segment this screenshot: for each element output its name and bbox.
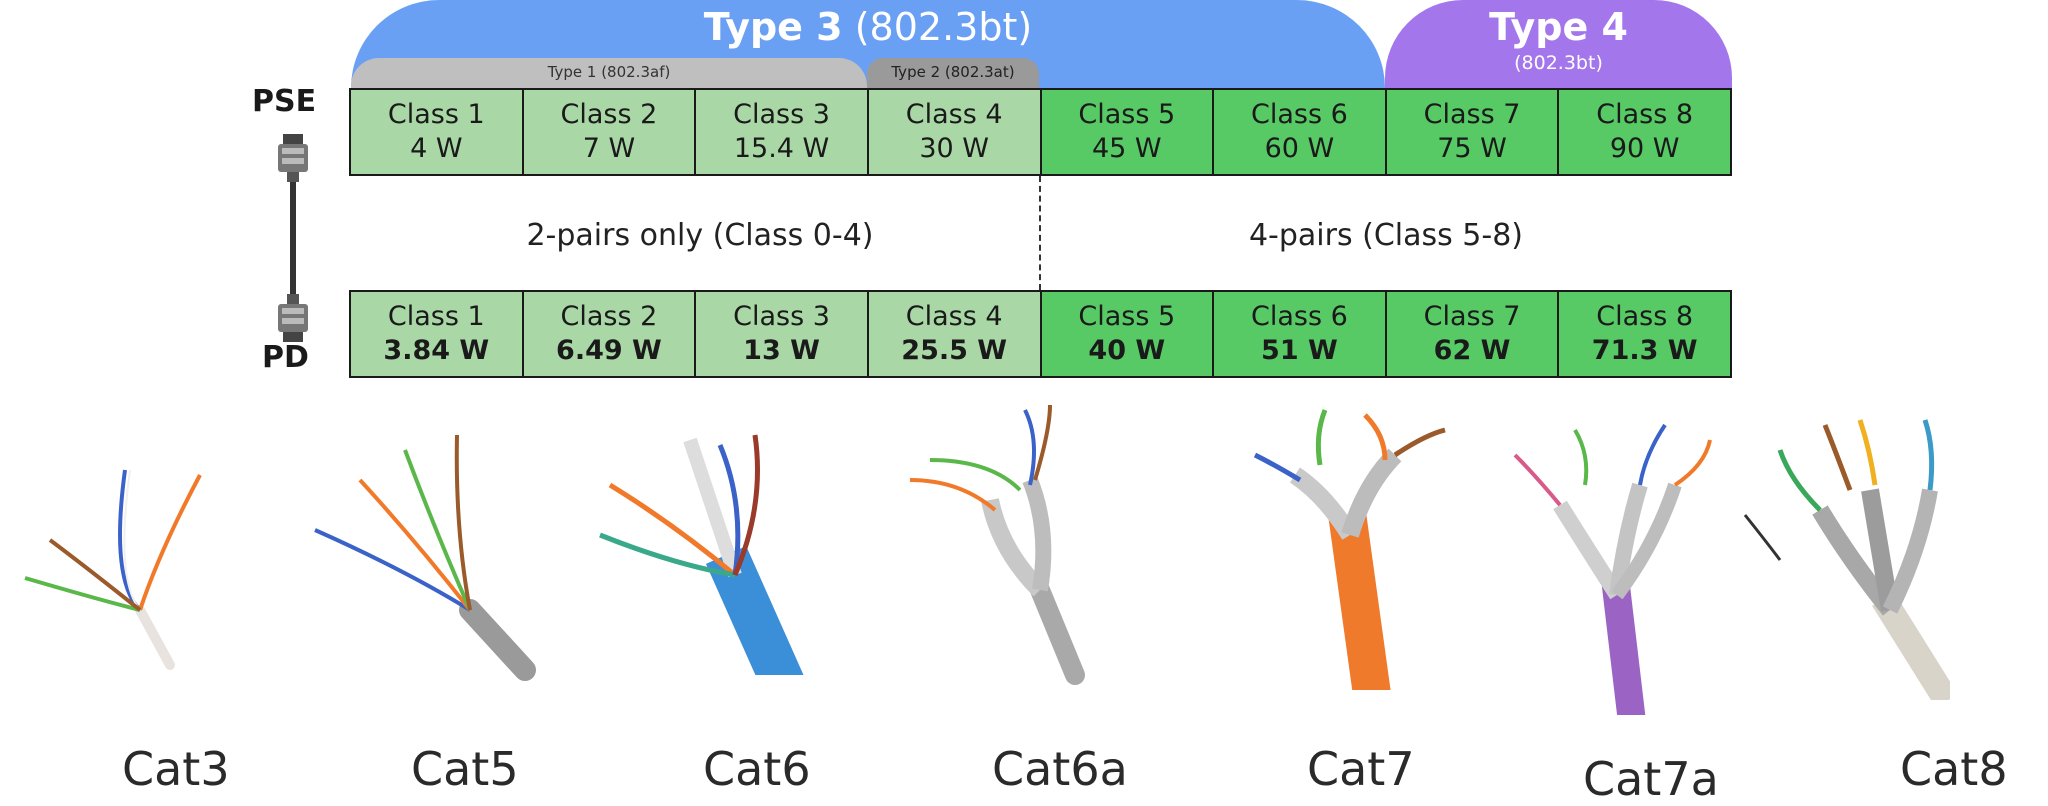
cat6-cable-image [599,434,804,675]
two-pairs-label: 2-pairs only (Class 0-4) [526,218,874,253]
cat6a-label: Cat6a [992,742,1128,796]
patch-cable-icon [278,134,308,342]
cat7-cable-image [1253,409,1446,690]
type1-banner [351,58,867,88]
type2-banner [867,58,1039,88]
pd-label: PD [262,340,309,375]
four-pairs-label: 4-pairs (Class 5-8) [1248,218,1524,253]
cat8-cable-image [1743,419,1950,700]
cat3-label: Cat3 [122,742,230,796]
type3-title: Type 3 (802.3bt) [703,5,1033,49]
cat7-label: Cat7 [1307,742,1415,796]
cat5-cable-image [314,434,536,681]
type2-label: Type 2 (802.3at) [891,63,1015,81]
cat3-cable-image [24,469,202,670]
cat5-label: Cat5 [411,742,519,796]
cat7a-label: Cat7a [1583,752,1719,806]
cat6-label: Cat6 [703,742,811,796]
cat6a-cable-image [909,404,1085,685]
type4-spec: (802.3bt) [1514,52,1603,74]
cat8-label: Cat8 [1900,742,2008,796]
pairs-divider [1039,176,1041,290]
type1-label: Type 1 (802.3af) [547,63,671,81]
cat7a-cable-image [1513,423,1712,715]
pse-label: PSE [252,84,317,119]
type4-banner [1385,0,1732,88]
type4-title: Type 4 [1489,5,1628,49]
